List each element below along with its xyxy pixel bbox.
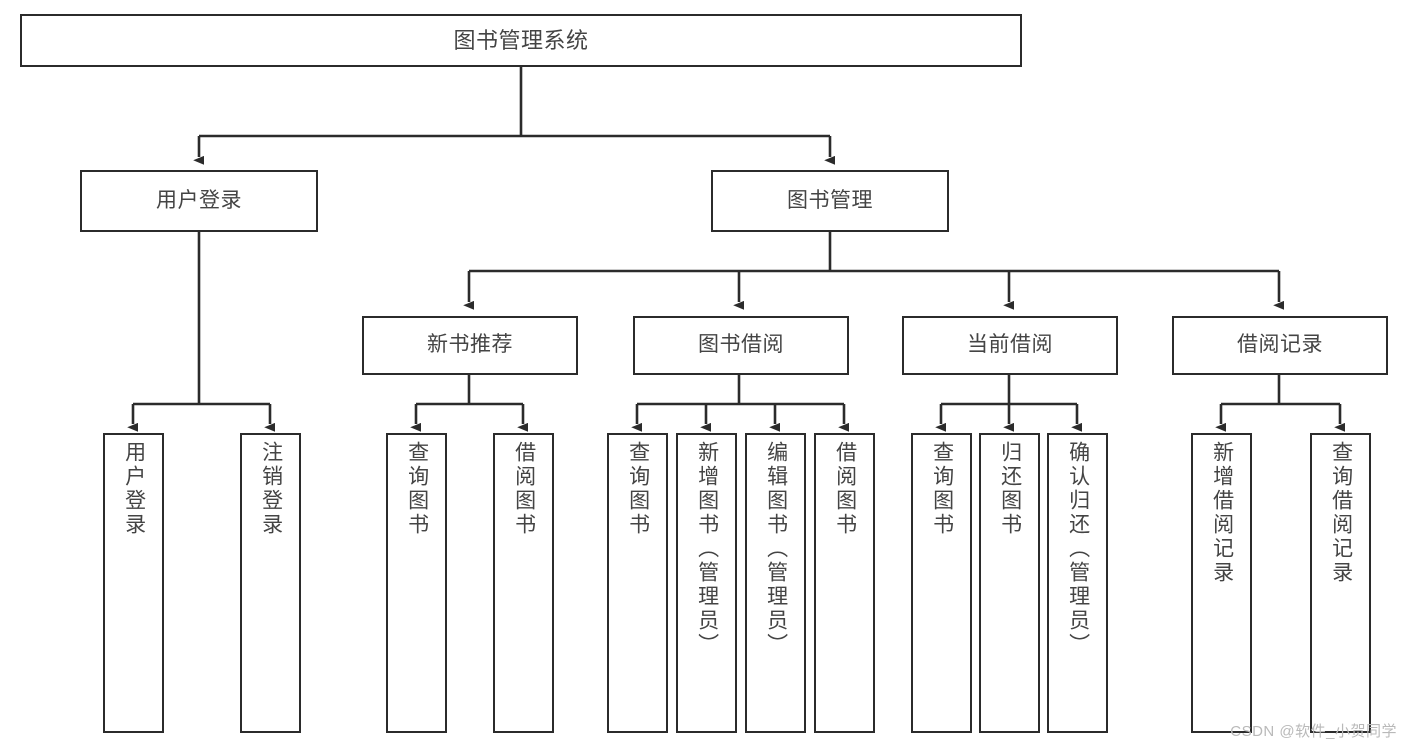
leaf-query-books-current[interactable]: 查询图书	[911, 433, 972, 733]
node-label: 归还图书	[998, 441, 1022, 537]
leaf-confirm-return-admin[interactable]: 确认归还（管理员）	[1047, 433, 1108, 733]
node-label: 确认归还（管理员）	[1066, 441, 1090, 657]
node-label: 当前借阅	[967, 333, 1053, 357]
node-label: 注销登录	[259, 441, 283, 537]
node-label: 查询借阅记录	[1329, 441, 1353, 585]
node-label: 新书推荐	[427, 333, 513, 357]
node-label: 借阅图书	[833, 441, 857, 537]
node-label: 查询图书	[626, 441, 650, 537]
leaf-borrow-books-recommend[interactable]: 借阅图书	[493, 433, 554, 733]
node-label: 用户登录	[122, 441, 146, 537]
node-label: 图书管理系统	[453, 27, 589, 53]
node-book-borrow[interactable]: 图书借阅	[633, 316, 849, 375]
node-label: 新增借阅记录	[1210, 441, 1234, 585]
node-label: 借阅图书	[512, 441, 536, 537]
leaf-borrow-books[interactable]: 借阅图书	[814, 433, 875, 733]
leaf-user-login[interactable]: 用户登录	[103, 433, 164, 733]
csdn-watermark: CSDN @软件_小贺同学	[1230, 723, 1397, 740]
node-label: 编辑图书（管理员）	[764, 441, 788, 657]
node-book-management[interactable]: 图书管理	[711, 170, 949, 232]
node-borrow-records[interactable]: 借阅记录	[1172, 316, 1388, 375]
leaf-logout[interactable]: 注销登录	[240, 433, 301, 733]
node-label: 查询图书	[405, 441, 429, 537]
node-current-borrow[interactable]: 当前借阅	[902, 316, 1118, 375]
node-label: 查询图书	[930, 441, 954, 537]
leaf-return-books[interactable]: 归还图书	[979, 433, 1040, 733]
node-label: 图书借阅	[698, 333, 784, 357]
node-user-login[interactable]: 用户登录	[80, 170, 318, 232]
leaf-add-book-admin[interactable]: 新增图书（管理员）	[676, 433, 737, 733]
node-label: 新增图书（管理员）	[695, 441, 719, 657]
leaf-query-books-borrow[interactable]: 查询图书	[607, 433, 668, 733]
leaf-edit-book-admin[interactable]: 编辑图书（管理员）	[745, 433, 806, 733]
node-label: 借阅记录	[1237, 333, 1323, 357]
leaf-add-borrow-record[interactable]: 新增借阅记录	[1191, 433, 1252, 733]
node-label: 用户登录	[156, 188, 242, 212]
node-label: 图书管理	[787, 188, 873, 212]
leaf-query-books-recommend[interactable]: 查询图书	[386, 433, 447, 733]
leaf-query-borrow-record[interactable]: 查询借阅记录	[1310, 433, 1371, 733]
node-root-system[interactable]: 图书管理系统	[20, 14, 1022, 67]
node-new-book-recommend[interactable]: 新书推荐	[362, 316, 578, 375]
